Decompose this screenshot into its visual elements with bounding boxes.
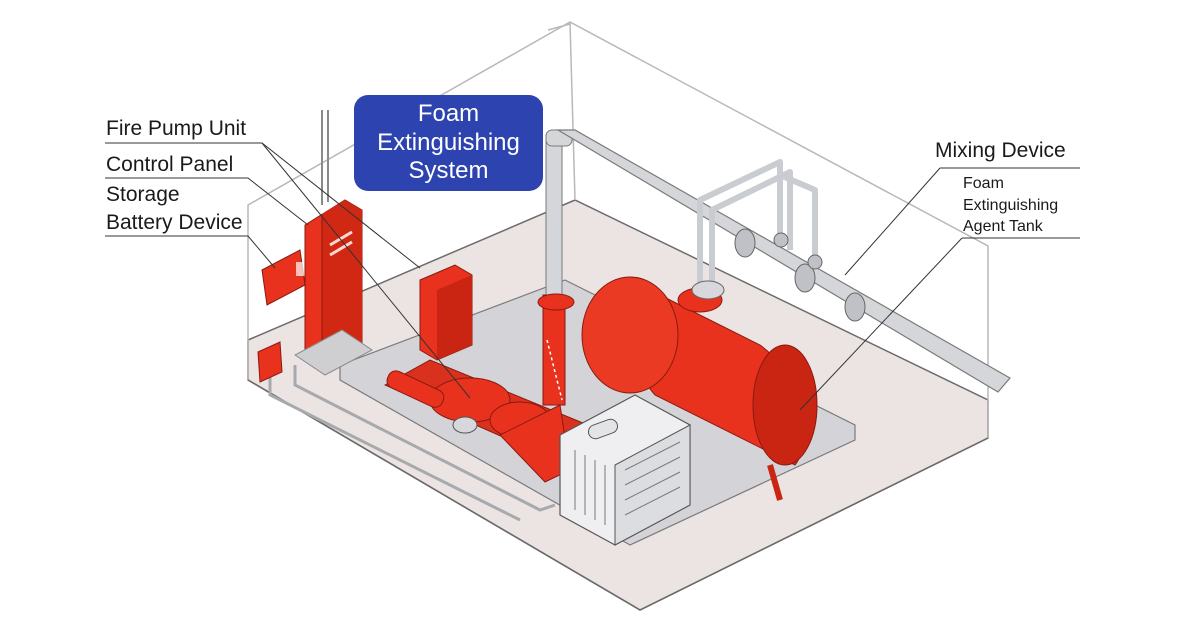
main-pipe	[555, 129, 1011, 393]
title-line-3: System	[408, 157, 489, 185]
title-badge: Foam Extinguishing System	[354, 95, 543, 191]
radiator-unit	[559, 394, 691, 546]
label-storage-battery-line-1: Storage	[106, 183, 180, 206]
label-mixing-device: Mixing Device	[935, 139, 1066, 162]
leader-lines	[105, 142, 1080, 411]
control-panel-base	[294, 329, 373, 376]
title-line-2: Extinguishing	[377, 128, 520, 156]
label-tank-line-2: Extinguishing	[963, 197, 1059, 214]
storage-battery-device	[257, 249, 306, 383]
room-walls	[247, 21, 989, 611]
label-fire-pump-unit: Fire Pump Unit	[106, 117, 247, 140]
label-control-panel: Control Panel	[106, 153, 234, 176]
foam-agent-tank	[581, 276, 818, 501]
fire-pump-unit	[383, 359, 602, 483]
vertical-riser-pipe	[537, 129, 575, 406]
title-line-1: Foam	[417, 99, 480, 127]
label-tank-line-3: Agent Tank	[963, 218, 1043, 235]
mixing-device-piping	[697, 159, 823, 290]
label-storage-battery-line-2: Battery Device	[106, 211, 243, 234]
label-tank-line-1: Foam	[963, 175, 1004, 192]
pump-controller-box	[419, 264, 473, 361]
floor-piping	[268, 365, 556, 522]
